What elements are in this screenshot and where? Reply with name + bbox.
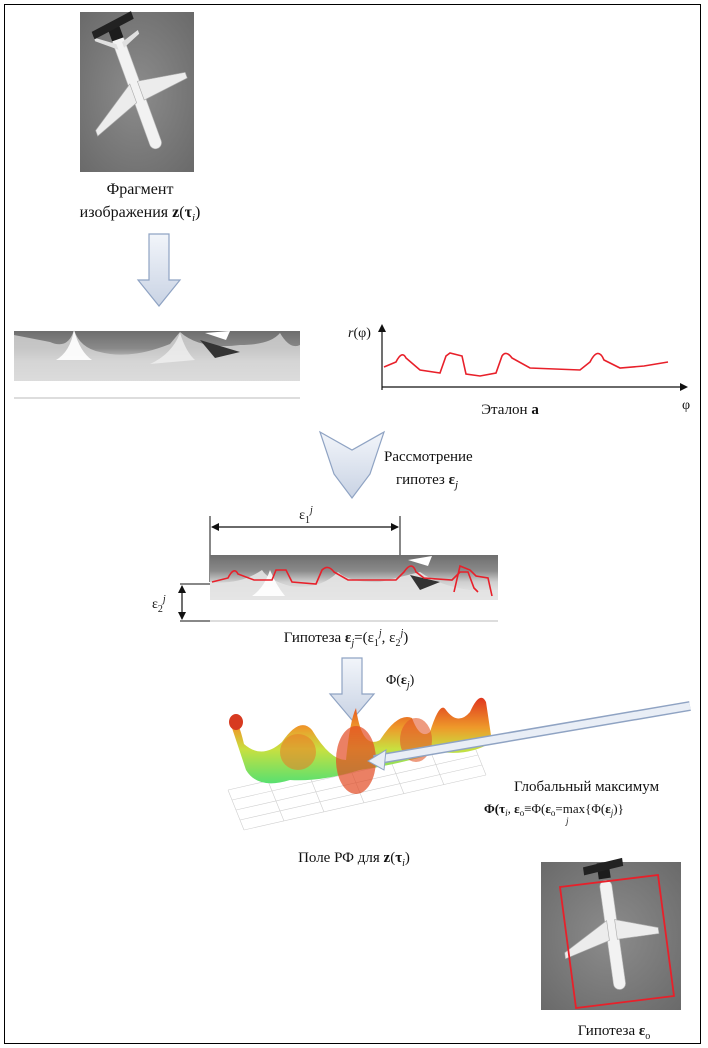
max-subscript: j (565, 816, 569, 826)
hypothesis-label: Гипотеза εj=(ε1j, ε2j) (284, 628, 409, 649)
fragment-label-line1: Фрагмент (107, 181, 174, 198)
fragment-label-line2: изображения z(τi) (80, 204, 201, 224)
eps1-label: ε1j (299, 505, 313, 526)
airplane-photo-hypothesis (541, 857, 681, 1010)
r-phi-label: r(φ) (348, 326, 371, 341)
reference-plot: r(φ) φ Эталон a (348, 324, 690, 418)
figure-frame (4, 4, 701, 1044)
consider-label-line1: Рассмотрение (384, 449, 473, 465)
down-arrow-1 (136, 233, 182, 307)
unrolled-image-strip (14, 330, 300, 399)
airplane-photo-top (80, 11, 194, 172)
global-max-label: Глобальный максимум (514, 779, 660, 795)
hypothesis-strip: ε1j ε2j (152, 505, 498, 622)
consider-label-line2: гипотез εj (396, 472, 458, 491)
surface-plot (227, 697, 691, 831)
final-hypothesis-label: Гипотеза εo (578, 1023, 651, 1042)
down-arrow-2 (328, 657, 376, 721)
eps2-label: ε2j (152, 594, 166, 615)
etalon-label: Эталон a (481, 402, 539, 418)
phi-axis-label: φ (682, 398, 690, 413)
field-label: Поле РФ для z(τi) (298, 850, 410, 869)
phi-eps-label: Φ(εj) (386, 673, 415, 691)
global-max-formula: Φ(τi, εo≡Φ(εo=max{Φ(εj)} (484, 801, 624, 818)
chevron-arrow (318, 430, 386, 499)
